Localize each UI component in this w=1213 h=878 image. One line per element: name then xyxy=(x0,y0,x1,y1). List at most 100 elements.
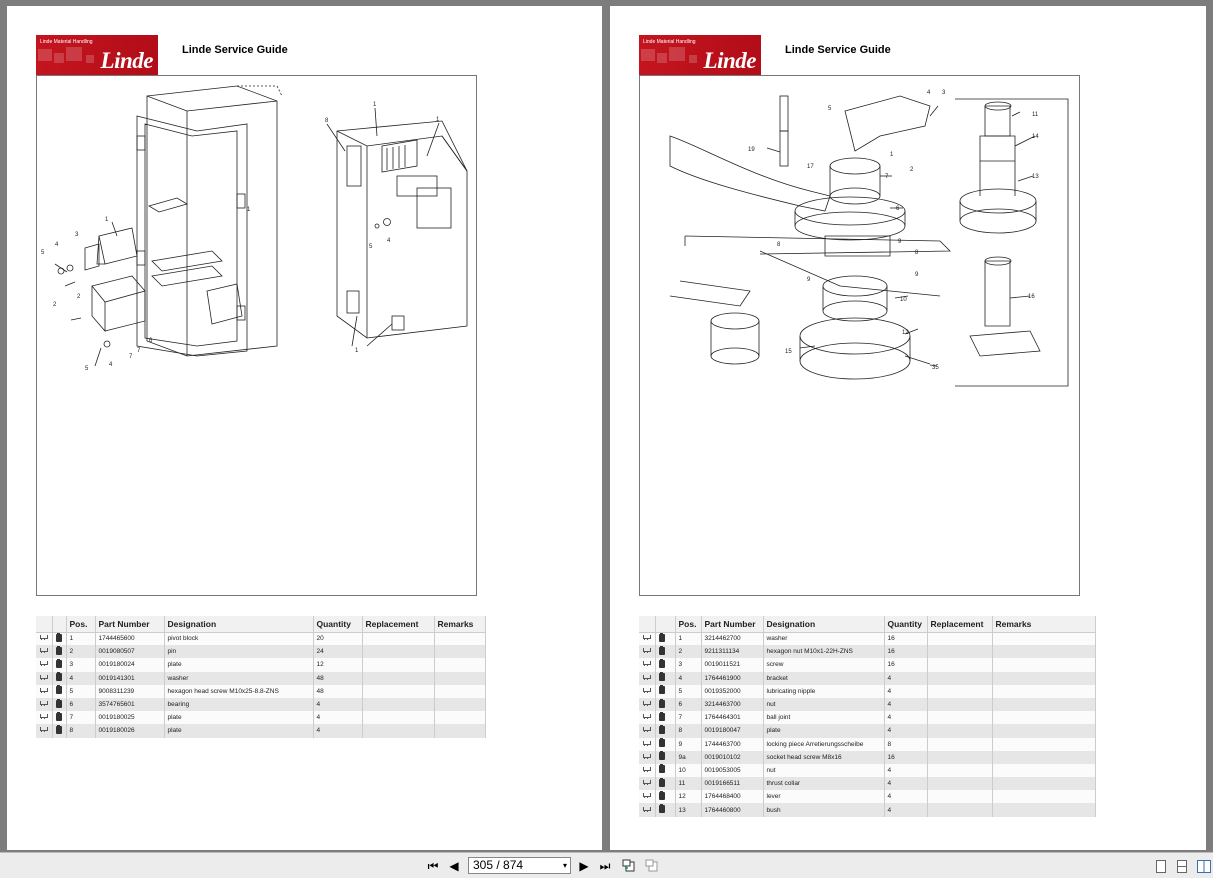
clipboard-icon[interactable] xyxy=(658,804,665,814)
first-page-button[interactable]: ⏮ xyxy=(427,859,439,873)
pos-cell: 13 xyxy=(675,803,702,817)
designation-cell: washer xyxy=(164,671,314,685)
quantity-cell: 4 xyxy=(884,684,928,698)
single-page-view-icon[interactable] xyxy=(1156,860,1166,873)
clipboard-icon[interactable] xyxy=(658,672,665,682)
clipboard-icon[interactable] xyxy=(658,751,665,761)
clipboard-icon[interactable] xyxy=(55,658,62,668)
clipboard-icon[interactable] xyxy=(55,645,62,655)
continuous-view-icon[interactable] xyxy=(1177,860,1187,873)
clipboard-cell xyxy=(52,632,67,646)
clipboard-icon[interactable] xyxy=(55,672,62,682)
add-to-cart-icon[interactable] xyxy=(39,660,48,667)
add-to-cart-icon[interactable] xyxy=(642,687,651,694)
add-to-cart-icon[interactable] xyxy=(39,700,48,707)
add-to-cart-icon[interactable] xyxy=(39,687,48,694)
next-page-button[interactable]: ▶ xyxy=(578,859,590,873)
clipboard-icon[interactable] xyxy=(658,685,665,695)
add-to-cart-icon[interactable] xyxy=(39,647,48,654)
clipboard-icon[interactable] xyxy=(55,632,62,642)
replacement-cell xyxy=(927,697,993,712)
add-to-cart-icon[interactable] xyxy=(642,674,651,681)
part-number-cell: 1764464301 xyxy=(701,711,764,725)
add-to-cart-icon[interactable] xyxy=(642,647,651,654)
quantity-cell: 48 xyxy=(313,684,363,698)
add-to-cart-icon[interactable] xyxy=(642,726,651,733)
add-to-cart-icon[interactable] xyxy=(642,792,651,799)
callout-label: 1 xyxy=(890,152,894,158)
clipboard-icon[interactable] xyxy=(55,724,62,734)
column-header: Remarks xyxy=(992,616,1096,633)
add-to-cart-icon[interactable] xyxy=(39,726,48,733)
callout-label: 10 xyxy=(900,297,907,303)
add-to-cart-icon[interactable] xyxy=(642,766,651,773)
back-view-button[interactable] xyxy=(622,859,636,873)
clipboard-icon[interactable] xyxy=(658,777,665,787)
add-to-cart-icon[interactable] xyxy=(642,779,651,786)
clipboard-icon[interactable] xyxy=(658,632,665,642)
column-header: Remarks xyxy=(434,616,486,633)
pos-cell: 11 xyxy=(675,777,702,791)
clipboard-icon[interactable] xyxy=(658,790,665,800)
clipboard-icon[interactable] xyxy=(55,685,62,695)
callout-label: 15 xyxy=(785,349,792,355)
cart-cell xyxy=(639,684,656,698)
clipboard-icon[interactable] xyxy=(658,645,665,655)
back-view-icon xyxy=(622,859,635,872)
add-to-cart-icon[interactable] xyxy=(642,700,651,707)
add-to-cart-icon[interactable] xyxy=(642,660,651,667)
clipboard-cell xyxy=(52,658,67,672)
designation-cell: nut xyxy=(763,763,885,778)
add-to-cart-icon[interactable] xyxy=(642,634,651,641)
exploded-drawing-left: 1 8 1 1 3 4 5 2 7 2 6 7 5 4 1 5 4 1 xyxy=(36,75,477,596)
add-to-cart-icon[interactable] xyxy=(642,713,651,720)
part-number-cell: 0019180024 xyxy=(95,658,165,672)
clipboard-icon[interactable] xyxy=(55,698,62,708)
page-dropdown-icon[interactable]: ▾ xyxy=(562,861,567,870)
brand-word: Linde xyxy=(703,48,757,73)
quantity-cell: 4 xyxy=(884,777,928,791)
clipboard-icon[interactable] xyxy=(658,724,665,734)
quantity-cell: 4 xyxy=(884,763,928,778)
replacement-cell xyxy=(362,724,435,738)
part-number-cell: 1764461900 xyxy=(701,671,764,685)
callout-label: 16 xyxy=(1028,294,1035,300)
callout-label: 1 xyxy=(436,117,440,123)
remarks-cell xyxy=(992,632,1096,646)
part-number-cell: 1764468400 xyxy=(701,790,764,804)
add-to-cart-icon[interactable] xyxy=(39,634,48,641)
add-to-cart-icon[interactable] xyxy=(39,674,48,681)
clipboard-icon[interactable] xyxy=(658,698,665,708)
two-page-view-icon[interactable] xyxy=(1197,860,1211,873)
part-number-cell: 0019352000 xyxy=(701,684,764,698)
clipboard-icon[interactable] xyxy=(658,764,665,774)
clipboard-icon[interactable] xyxy=(658,658,665,668)
replacement-cell xyxy=(927,750,993,764)
add-to-cart-icon[interactable] xyxy=(642,753,651,760)
replacement-cell xyxy=(927,724,993,738)
clipboard-cell xyxy=(52,711,67,725)
clipboard-cell xyxy=(655,724,676,738)
part-number-cell: 0019141301 xyxy=(95,671,165,685)
quantity-cell: 48 xyxy=(313,671,363,685)
quantity-cell: 4 xyxy=(313,697,363,712)
clipboard-icon[interactable] xyxy=(658,711,665,721)
replacement-cell xyxy=(927,658,993,672)
forward-view-button[interactable] xyxy=(645,859,659,873)
callout-label: 3 xyxy=(942,90,946,96)
quantity-cell: 4 xyxy=(884,803,928,817)
add-to-cart-icon[interactable] xyxy=(39,713,48,720)
add-to-cart-icon[interactable] xyxy=(642,806,651,813)
quantity-cell: 24 xyxy=(313,645,363,659)
previous-page-button[interactable]: ◀ xyxy=(448,859,460,873)
clipboard-icon[interactable] xyxy=(55,711,62,721)
clipboard-cell xyxy=(52,724,67,738)
designation-cell: washer xyxy=(763,632,885,646)
pos-cell: 7 xyxy=(675,711,702,725)
page-number-input[interactable]: 305 / 874 ▾ xyxy=(468,857,571,874)
add-to-cart-icon[interactable] xyxy=(642,740,651,747)
clipboard-icon[interactable] xyxy=(658,738,665,748)
last-page-button[interactable]: ⏭ xyxy=(599,859,611,873)
callout-label: 14 xyxy=(1032,134,1039,140)
